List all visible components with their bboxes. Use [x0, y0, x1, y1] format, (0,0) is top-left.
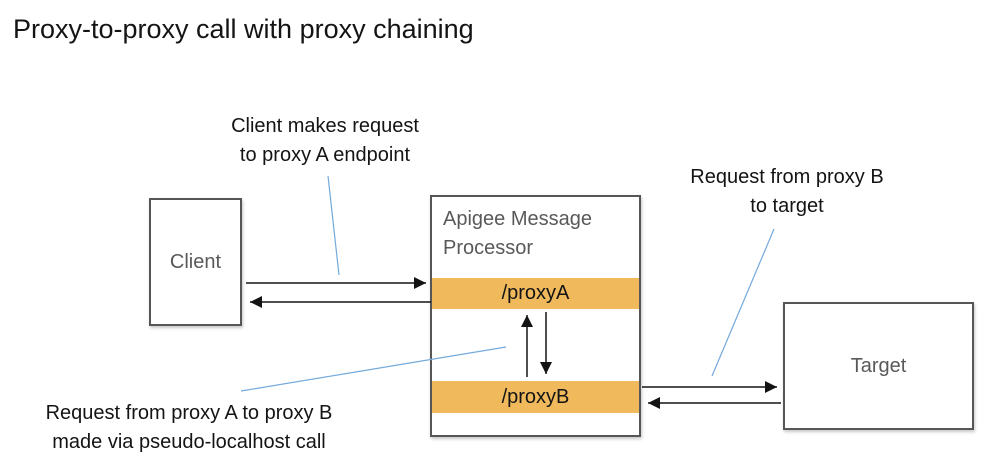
target-label: Target: [850, 354, 907, 377]
annotation-line-2: to proxy A endpoint: [239, 144, 411, 166]
proxy-b-endpoint-bar: /proxyB: [432, 381, 639, 413]
annotation-line-1: Client makes request: [231, 115, 419, 137]
client-box: Client: [149, 198, 242, 326]
annotation-line-2: to target: [750, 195, 824, 217]
annotation-line-2: made via pseudo-localhost call: [52, 431, 326, 453]
target-box: Target: [783, 302, 974, 430]
leader-line-proxyb-to-target: [711, 228, 775, 377]
annotation-proxya-to-proxyb: Request from proxy A to proxy B made via…: [8, 399, 370, 457]
page-title: Proxy-to-proxy call with proxy chaining: [13, 14, 474, 44]
annotation-proxyb-to-target: Request from proxy B to target: [648, 163, 926, 221]
annotation-line-1: Request from proxy A to proxy B: [45, 402, 333, 424]
proxy-a-endpoint-bar: /proxyA: [432, 278, 639, 309]
annotation-client-request: Client makes request to proxy A endpoint: [185, 112, 465, 170]
message-processor-label: Apigee Message Processor: [443, 208, 592, 259]
message-processor-box: Apigee Message Processor /proxyA /proxyB: [430, 195, 641, 437]
client-label: Client: [169, 250, 222, 273]
annotation-line-1: Request from proxy B: [690, 166, 884, 188]
leader-line-client-request: [327, 175, 340, 276]
proxy-b-label: /proxyB: [501, 385, 570, 408]
proxy-a-label: /proxyA: [501, 282, 570, 304]
